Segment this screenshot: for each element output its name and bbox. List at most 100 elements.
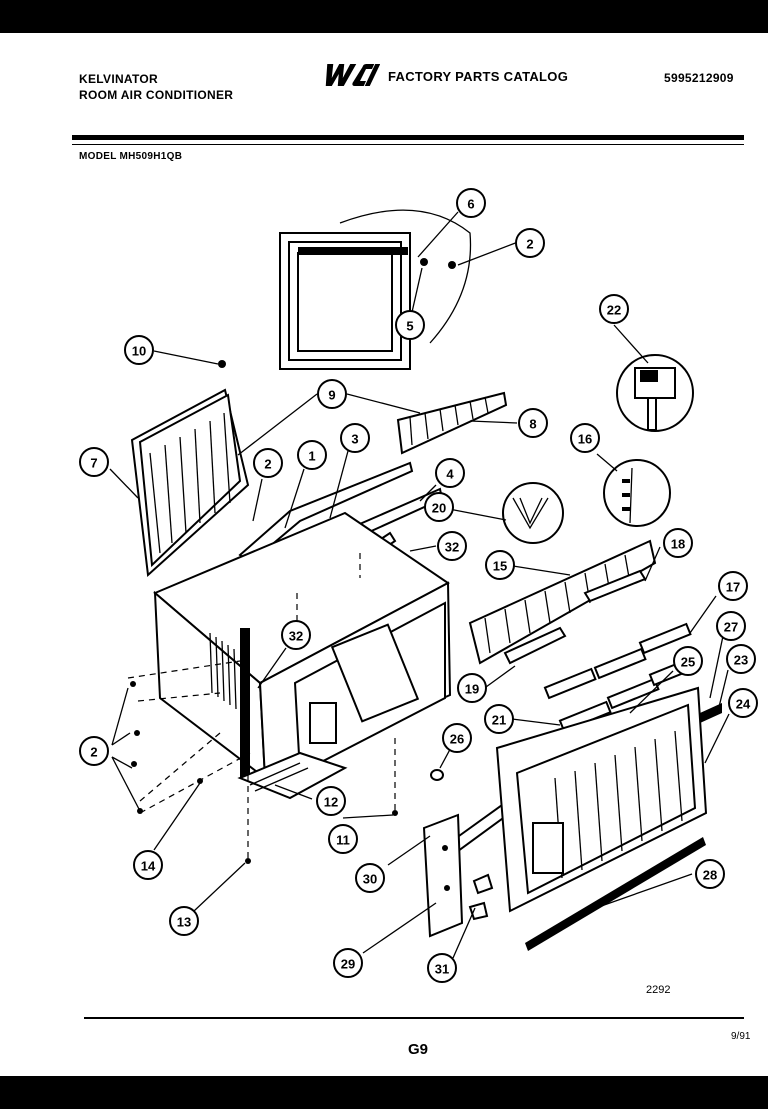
- callout-32: 32: [281, 620, 311, 650]
- callout-label: 6: [467, 197, 474, 212]
- callout-circle: [124, 335, 154, 365]
- callout-circle: [316, 786, 346, 816]
- callout-circle: [673, 646, 703, 676]
- front-grille: [495, 686, 722, 951]
- callout-13: 13: [169, 906, 199, 936]
- assembly-lines: [127, 553, 398, 864]
- callout-21: 21: [484, 704, 514, 734]
- exploded-parts-diagram: 6252210981672134203218151732272325192124…: [79, 188, 758, 983]
- vent-strip: [396, 391, 508, 455]
- callout-9: 9: [317, 379, 347, 409]
- callout-circle: [281, 620, 311, 650]
- callout-23: 23: [726, 644, 756, 674]
- callout-6: 6: [456, 188, 486, 218]
- product-type: ROOM AIR CONDITIONER: [79, 88, 234, 102]
- callout-label: 19: [465, 682, 479, 697]
- callout-label: 24: [736, 697, 751, 712]
- callout-24: 24: [728, 688, 758, 718]
- cabinet: [153, 511, 452, 800]
- callout-2: 2: [79, 736, 109, 766]
- brand-name: KELVINATOR: [79, 72, 159, 86]
- diagram-code: 2292: [646, 984, 671, 996]
- louver-assembly: [468, 539, 657, 665]
- callout-circle: [599, 294, 629, 324]
- callout-18: 18: [663, 528, 693, 558]
- callout-label: 13: [177, 915, 191, 930]
- callout-label: 11: [336, 833, 350, 848]
- callout-circle: [716, 611, 746, 641]
- callout-label: 8: [529, 417, 536, 432]
- callout-label: 2: [264, 457, 271, 472]
- callout-label: 15: [493, 559, 507, 574]
- callout-label: 2: [90, 745, 97, 760]
- control-panel: [422, 769, 494, 938]
- callout-circle: [726, 644, 756, 674]
- callout-5: 5: [395, 310, 425, 340]
- callout-1: 1: [297, 440, 327, 470]
- callout-27: 27: [716, 611, 746, 641]
- callout-label: 9: [328, 388, 335, 403]
- callout-label: 18: [671, 537, 685, 552]
- callout-label: 21: [492, 713, 506, 728]
- callout-circle: [333, 948, 363, 978]
- callout-circle: [435, 458, 465, 488]
- callout-4: 4: [435, 458, 465, 488]
- callout-label: 29: [341, 957, 355, 972]
- callout-circle: [718, 571, 748, 601]
- callout-label: 12: [324, 795, 338, 810]
- callout-20: 20: [424, 492, 454, 522]
- callout-11: 11: [328, 824, 358, 854]
- callout-12: 12: [316, 786, 346, 816]
- callout-label: 25: [681, 655, 695, 670]
- callout-circle: [355, 863, 385, 893]
- callout-circle: [695, 859, 725, 889]
- callout-25: 25: [673, 646, 703, 676]
- callout-29: 29: [333, 948, 363, 978]
- callout-22: 22: [599, 294, 629, 324]
- callout-label: 10: [132, 344, 146, 359]
- callout-8: 8: [518, 408, 548, 438]
- detail-insets: [502, 354, 694, 544]
- callout-32: 32: [437, 531, 467, 561]
- callout-circle: [317, 379, 347, 409]
- callout-circle: [485, 550, 515, 580]
- leader-lines: [109, 211, 730, 959]
- callout-label: 31: [435, 962, 449, 977]
- callout-26: 26: [442, 723, 472, 753]
- callout-circle: [79, 736, 109, 766]
- callout-label: 17: [726, 580, 740, 595]
- callout-circle: [484, 704, 514, 734]
- callout-circle: [297, 440, 327, 470]
- callout-label: 7: [90, 456, 97, 471]
- callout-7: 7: [79, 447, 109, 477]
- filter-panel-left: [130, 360, 250, 578]
- callout-label: 16: [578, 432, 592, 447]
- callout-circle: [395, 310, 425, 340]
- callout-label: 5: [406, 319, 413, 334]
- callout-circle: [253, 448, 283, 478]
- callout-circle: [328, 824, 358, 854]
- callout-17: 17: [718, 571, 748, 601]
- callout-label: 28: [703, 868, 717, 883]
- callout-label: 22: [607, 303, 621, 318]
- callout-label: 32: [445, 540, 459, 555]
- model-number: MODEL MH509H1QB: [79, 151, 183, 162]
- callout-15: 15: [485, 550, 515, 580]
- revision-date: 9/91: [731, 1031, 751, 1042]
- callout-circle: [663, 528, 693, 558]
- callout-circle: [424, 492, 454, 522]
- side-louvers: [209, 632, 237, 710]
- callout-circle: [442, 723, 472, 753]
- callout-circle: [457, 673, 487, 703]
- callout-14: 14: [133, 850, 163, 880]
- callout-circle: [79, 447, 109, 477]
- callout-label: 3: [351, 432, 358, 447]
- wci-logo: [325, 64, 380, 86]
- callout-30: 30: [355, 863, 385, 893]
- callout-label: 1: [308, 449, 315, 464]
- catalog-title: FACTORY PARTS CATALOG: [388, 69, 569, 84]
- callout-16: 16: [570, 423, 600, 453]
- brand-block: KELVINATOR ROOM AIR CONDITIONER: [79, 71, 233, 103]
- callout-circle: [515, 228, 545, 258]
- catalog-number: 5995212909: [664, 71, 734, 85]
